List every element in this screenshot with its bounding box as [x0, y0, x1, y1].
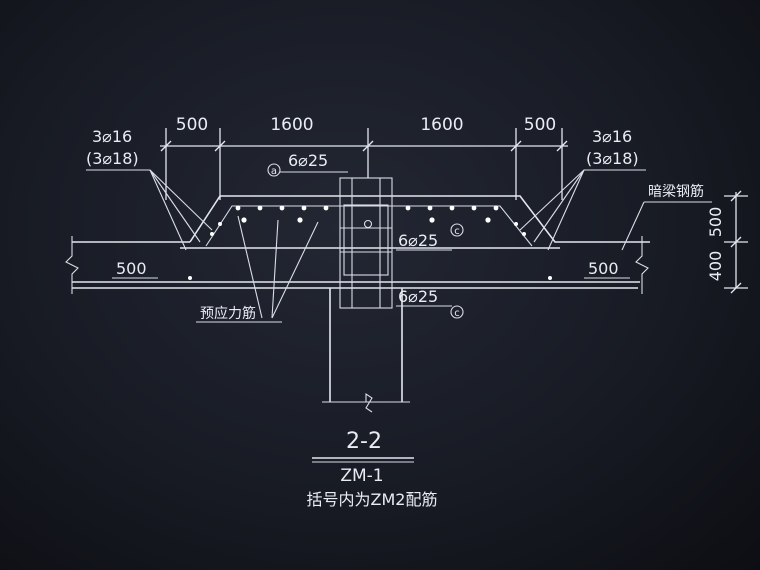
- slab-dim-left: 500: [116, 259, 147, 278]
- rebar-label-right-alt: (3⌀18): [586, 149, 639, 168]
- callout-bottom-letter: c: [454, 308, 460, 319]
- rebar-label-right-main: 3⌀16: [592, 127, 632, 146]
- bottom-bars: [188, 276, 552, 280]
- dimension-line-vertical: [724, 190, 748, 294]
- callout-middle-letter: c: [454, 226, 460, 237]
- callout-circle-top: [267, 163, 281, 177]
- dim-left-inner: 1600: [270, 115, 313, 135]
- rebar-cage: [339, 177, 393, 309]
- rebar-label-top-bars: 6⌀25: [288, 151, 328, 170]
- dim-vertical-top: 500: [706, 207, 725, 238]
- slab-dim-right: 500: [588, 259, 619, 278]
- rebar-label-left-alt: (3⌀18): [86, 149, 139, 168]
- left-leaders: [149, 169, 213, 251]
- prestress-label: 预应力筋: [200, 305, 256, 322]
- dimension-line-top: [160, 128, 568, 200]
- prestress-leaders: [237, 215, 319, 319]
- hidden-beam-label: 暗梁钢筋: [648, 183, 704, 200]
- callout-top-letter: a: [271, 166, 277, 177]
- section-name: ZM-1: [340, 466, 383, 486]
- section-note: 括号内为ZM2配筋: [307, 490, 438, 509]
- rebar-label-middle-bars: 6⌀25: [398, 231, 438, 250]
- dim-right-inner: 1600: [420, 115, 463, 135]
- slab-break-left: [65, 236, 79, 294]
- rebar-label-left-main: 3⌀16: [92, 127, 132, 146]
- slab-break-right: [635, 236, 649, 294]
- hidden-beam-leader: [621, 201, 645, 251]
- callout-circle-middle: [450, 223, 464, 237]
- slab-outline: [72, 195, 650, 289]
- dim-left-outer: 500: [176, 115, 208, 135]
- column: [322, 288, 410, 413]
- dim-right-outer: 500: [524, 115, 556, 135]
- callout-circle-bottom: [450, 305, 464, 319]
- top-reinforcement: [205, 205, 533, 247]
- rebar-label-bottom-bars: 6⌀25: [398, 287, 438, 306]
- right-leaders: [519, 169, 585, 251]
- section-mark: 2-2: [346, 429, 382, 454]
- dim-vertical-bottom: 400: [706, 251, 725, 282]
